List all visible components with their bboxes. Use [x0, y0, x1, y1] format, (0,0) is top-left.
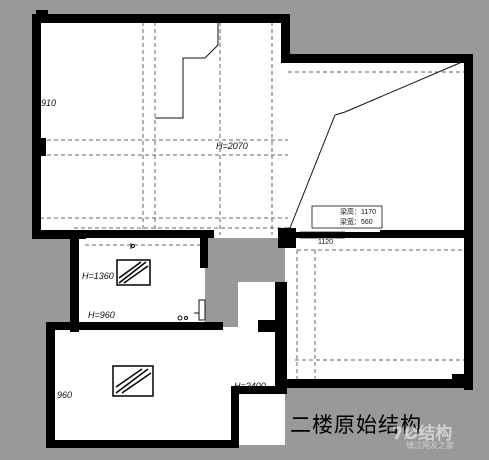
wall-beam-right	[296, 232, 464, 238]
label-ceiling-height: H=2070	[216, 141, 248, 151]
wall-bottom-right	[285, 379, 473, 388]
floor-bedroom	[55, 282, 285, 445]
bath-fixtures	[130, 243, 206, 321]
label-bath-height: H=1360	[82, 271, 114, 281]
wall-bath-right	[200, 230, 208, 268]
dimension-labels: 910 H=2070 梁高：1170 梁宽：560 1120 H=1360 H=…	[41, 98, 376, 400]
wall-mid-h	[74, 230, 214, 238]
beam-annotation	[300, 205, 383, 239]
wall-bath-bottom	[70, 322, 222, 330]
wall-bedroom-bottom	[46, 440, 236, 448]
label-beam-height: 梁高：1170	[340, 207, 376, 216]
wall-bath-left	[70, 230, 79, 332]
plan-title: 二楼原始结构	[290, 413, 422, 437]
skylight-bedroom	[112, 365, 154, 397]
wall-mid-pillar	[278, 228, 296, 248]
wall-bedroom-left	[46, 322, 55, 446]
label-beam-width: 梁宽：560	[340, 217, 373, 226]
floor-living	[40, 22, 465, 382]
wall-corner-br	[452, 374, 473, 388]
wall-bedroom-top-left	[46, 322, 78, 330]
wall-top-left	[32, 14, 290, 23]
wall-center-pillar	[275, 282, 287, 394]
label-beam-span: 1120	[318, 239, 333, 246]
dashed-lines	[40, 22, 465, 382]
skylight-bath	[116, 259, 151, 286]
label-top-left-dim: 910	[41, 98, 56, 108]
wall-center-low	[231, 386, 287, 394]
floor-areas	[40, 22, 465, 445]
wall-left-upper	[32, 14, 41, 238]
wall-bath-stub	[207, 322, 223, 330]
wall-center-cap	[258, 320, 282, 332]
wall-bedroom-right	[231, 392, 239, 448]
wall-beam-small	[380, 230, 464, 233]
wall-step-vert	[281, 14, 290, 63]
walls	[32, 10, 473, 448]
label-bedroom-left-dim: 960	[57, 390, 72, 400]
wall-right	[464, 54, 473, 390]
label-bath-left-dim: H=960	[88, 310, 115, 320]
wall-top-step	[281, 54, 467, 63]
label-bedroom-height: H=3400	[234, 381, 266, 391]
wall-left-pillar	[32, 138, 46, 156]
wall-mid-h-left	[32, 230, 86, 239]
